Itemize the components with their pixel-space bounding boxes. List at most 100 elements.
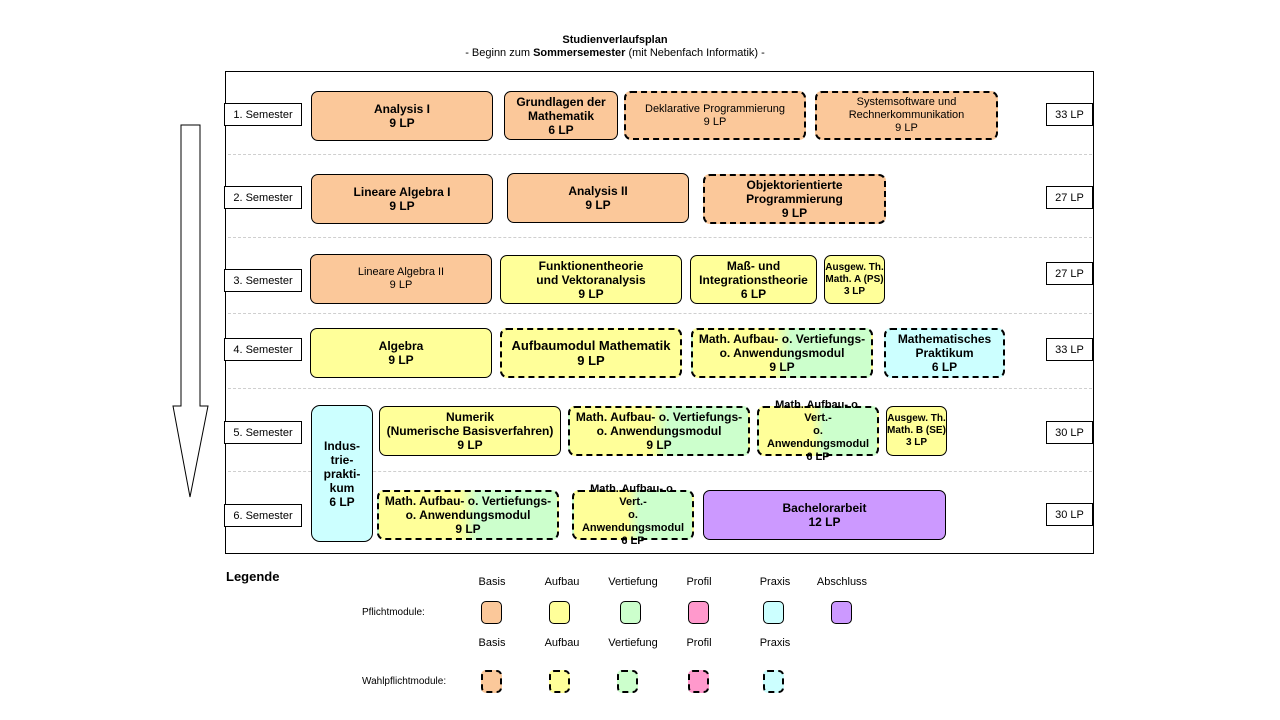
plan-subtitle: - Beginn zum Sommersemester (mit Nebenfa…: [0, 47, 1230, 59]
module-name: Analysis I: [373, 102, 431, 116]
legend-title: Legende: [226, 569, 280, 584]
legend-swatch-aufbau-elective: [549, 670, 570, 693]
subtitle-semester: Sommersemester: [533, 47, 626, 59]
module-lp: 9 LP: [585, 198, 611, 212]
module-mass-integrationstheorie: Maß- und Integrationstheorie 6 LP: [690, 255, 817, 304]
legend-swatch-profil-elective: [688, 670, 709, 693]
module-mathematisches-praktikum: Mathematisches Praktikum 6 LP: [884, 328, 1005, 378]
module-lp: 12 LP: [808, 515, 841, 529]
semester-lp-6: 30 LP: [1046, 503, 1093, 526]
plan-title: Studienverlaufsplan: [562, 34, 668, 46]
module-lp: 9 LP: [703, 115, 727, 128]
module-lp: 9 LP: [769, 360, 795, 374]
legend-header-vertiefung: Vertiefung: [608, 637, 658, 649]
module-lp: 9 LP: [389, 116, 415, 130]
module-name: Aufbaumodul Mathematik: [511, 338, 671, 353]
legend-swatch-praxis: [763, 601, 784, 624]
module-name: Math. Aufbau- o. Vert.- o. Anwendungsmod…: [581, 482, 685, 534]
module-lp: 9 LP: [781, 206, 808, 220]
module-name: Math. Aufbau- o. Vert.- o. Anwendungsmod…: [766, 398, 870, 450]
module-analysis-1: Analysis I 9 LP: [311, 91, 493, 141]
semester-label-3: 3. Semester: [224, 269, 302, 292]
module-bachelorarbeit: Bachelorarbeit 12 LP: [703, 490, 946, 540]
module-aufbaumodul-mathematik: Aufbaumodul Mathematik 9 LP: [500, 328, 682, 378]
semester-separator: [228, 313, 1092, 314]
module-lp: 6 LP: [621, 534, 645, 547]
module-name: Funktionentheorie und Vektoranalysis: [536, 258, 646, 287]
module-lp: 9 LP: [457, 438, 483, 452]
module-name: Ausgew. Th. Math. A (PS): [825, 261, 884, 285]
module-deklarative-programmierung: Deklarative Programmierung 9 LP: [624, 91, 806, 140]
legend-header-aufbau: Aufbau: [544, 576, 580, 588]
module-name: Math. Aufbau- o. Vertiefungs- o. Anwendu…: [384, 494, 552, 522]
module-name: Mathematisches Praktikum: [897, 332, 992, 360]
semester-lp-4: 33 LP: [1046, 338, 1093, 361]
module-name: Lineare Algebra II: [357, 266, 445, 278]
module-name: Maß- und Integrationstheorie: [699, 258, 808, 287]
legend-header-profil: Profil: [686, 576, 712, 588]
module-name: Algebra: [378, 339, 424, 353]
module-aufbau-vertiefung-anwendung-s6-6lp: Math. Aufbau- o. Vert.- o. Anwendungsmod…: [572, 483, 694, 547]
legend-header-praxis: Praxis: [759, 637, 791, 649]
module-aufbau-vertiefung-anwendung-s5-6lp: Math. Aufbau- o. Vert.- o. Anwendungsmod…: [757, 399, 879, 463]
legend-header-aufbau: Aufbau: [544, 637, 580, 649]
module-analysis-2: Analysis II 9 LP: [507, 173, 689, 223]
module-lp: 6 LP: [329, 494, 355, 509]
semester-separator: [228, 388, 1092, 389]
module-systemsoftware: Systemsoftware und Rechnerkommunikation …: [815, 91, 998, 140]
plan-frame: [225, 71, 1094, 554]
module-lp: 9 LP: [455, 522, 481, 536]
module-name: Objektorientierte Programmierung: [746, 178, 843, 206]
semester-lp-1: 33 LP: [1046, 103, 1093, 126]
module-lp: 9 LP: [389, 279, 413, 291]
semester-label-6: 6. Semester: [224, 504, 302, 527]
legend-swatch-abschluss: [831, 601, 852, 624]
module-lineare-algebra-2: Lineare Algebra II 9 LP: [310, 254, 492, 304]
module-lp: 6 LP: [806, 450, 830, 463]
semester-label-4: 4. Semester: [224, 338, 302, 361]
semester-label-1: 1. Semester: [224, 103, 302, 126]
legend-header-abschluss: Abschluss: [816, 576, 868, 588]
module-ausgewaehlte-themen-b: Ausgew. Th. Math. B (SE) 3 LP: [886, 406, 947, 456]
semester-lp-5: 30 LP: [1046, 421, 1093, 444]
legend-header-vertiefung: Vertiefung: [608, 576, 658, 588]
legend-header-praxis: Praxis: [759, 576, 791, 588]
semester-label-2: 2. Semester: [224, 186, 302, 209]
module-objektorientierte-programmierung: Objektorientierte Programmierung 9 LP: [703, 174, 886, 224]
module-name: Ausgew. Th. Math. B (SE): [887, 413, 946, 436]
module-name: Grundlagen der Mathematik: [516, 94, 606, 123]
module-lp: 9 LP: [646, 438, 672, 452]
module-name: Math. Aufbau- o. Vertiefungs- o. Anwendu…: [698, 332, 866, 360]
semester-label-5: 5. Semester: [224, 421, 302, 444]
module-name: Math. Aufbau- o. Vertiefungs- o. Anwendu…: [575, 410, 743, 438]
legend-header-profil: Profil: [686, 637, 712, 649]
module-lp: 3 LP: [905, 437, 928, 448]
module-lp: 9 LP: [388, 353, 414, 367]
legend-swatch-profil: [688, 601, 709, 624]
semester-separator: [228, 471, 1092, 472]
module-name: Analysis II: [568, 184, 628, 198]
module-lp: 6 LP: [740, 286, 767, 301]
module-name: Indus- trie- prakti- kum: [323, 438, 361, 495]
semester-lp-3: 27 LP: [1046, 262, 1093, 285]
module-lp: 6 LP: [931, 360, 958, 374]
down-arrow-icon: [172, 124, 209, 498]
module-name: Lineare Algebra I: [353, 185, 451, 199]
legend-swatch-vertiefung-elective: [617, 670, 638, 693]
legend-header-basis: Basis: [478, 576, 506, 588]
legend-swatch-basis-elective: [481, 670, 502, 693]
module-name: Systemsoftware und Rechnerkommunikation: [848, 96, 965, 121]
subtitle-suffix: (mit Nebenfach Informatik) -: [625, 47, 765, 59]
module-grundlagen-mathematik: Grundlagen der Mathematik 6 LP: [504, 91, 618, 140]
module-lp: 6 LP: [548, 122, 574, 137]
module-industriepraktikum: Indus- trie- prakti- kum 6 LP: [311, 405, 373, 542]
module-lp: 9 LP: [895, 122, 918, 134]
legend-swatch-vertiefung: [620, 601, 641, 624]
module-name: Bachelorarbeit: [782, 501, 867, 515]
semester-separator: [228, 237, 1092, 238]
module-funktionentheorie: Funktionentheorie und Vektoranalysis 9 L…: [500, 255, 682, 304]
legend-swatch-basis: [481, 601, 502, 624]
semester-lp-2: 27 LP: [1046, 186, 1093, 209]
module-ausgewaehlte-themen-a: Ausgew. Th. Math. A (PS) 3 LP: [824, 255, 885, 304]
semester-separator: [228, 154, 1092, 155]
